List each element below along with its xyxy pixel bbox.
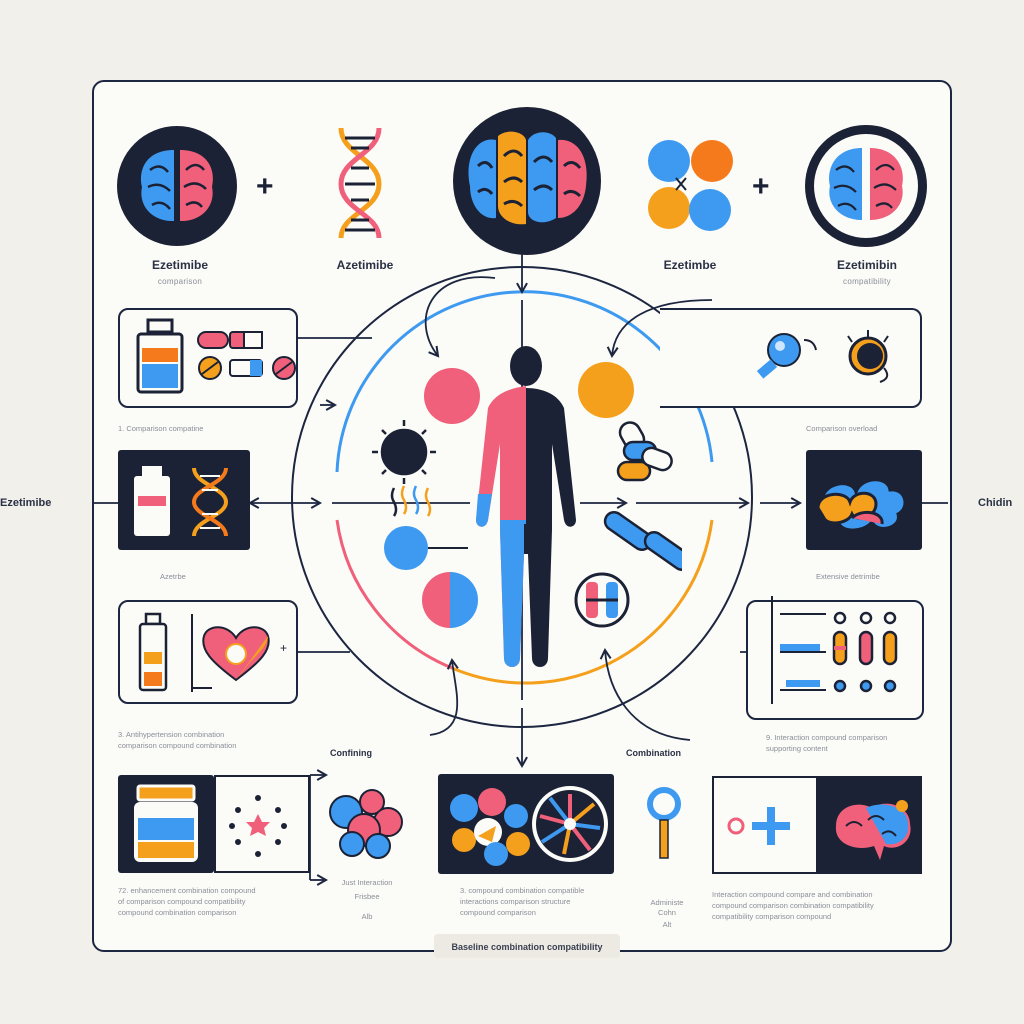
bottom-mid-l1: Just Interaction bbox=[341, 878, 393, 887]
label-top-2: Azetimibe bbox=[336, 258, 394, 272]
chart-grid-icon bbox=[771, 596, 898, 704]
central-circle-content bbox=[372, 362, 682, 628]
bottom-caption-2b: interactions comparison structure bbox=[460, 897, 571, 906]
bottom-caption-1a: 72. enhancement combination compound bbox=[118, 886, 256, 895]
bottom-caption-2a: 3. compound combination compatible bbox=[460, 886, 585, 895]
pill-icon-group bbox=[197, 331, 296, 380]
bottom-caption-3b: compound comparison combination compatib… bbox=[712, 901, 874, 910]
cell-cluster-icon bbox=[329, 789, 403, 859]
bottom-caption-1b: of comparison compound compatibility bbox=[118, 897, 246, 906]
label-combination: Combination bbox=[626, 748, 681, 758]
molecule-circles-icon bbox=[648, 140, 733, 231]
plus-icon: + bbox=[256, 170, 274, 203]
caption-left-1: 1. Comparison compatine bbox=[118, 424, 204, 433]
bottom-caption-3c: compatibility comparison compound bbox=[712, 912, 832, 921]
magnifier-icon-group bbox=[756, 330, 889, 383]
label-top-1: Ezetimibe bbox=[151, 258, 208, 272]
dna-helix-icon bbox=[338, 127, 382, 239]
svg-text:+: + bbox=[280, 641, 287, 655]
bottle-heart-icon: + bbox=[138, 612, 287, 692]
side-label-left: Ezetimibe bbox=[0, 497, 52, 509]
caption-mid-right: Extensive detrimbe bbox=[816, 572, 880, 581]
medicine-bottle-icon bbox=[136, 318, 184, 394]
key-icon bbox=[647, 787, 681, 859]
caption-right-1: Comparison overload bbox=[806, 424, 878, 433]
caption-right-3a: 9. Interaction compound comparison bbox=[766, 733, 888, 742]
bottle-dna-icon bbox=[134, 466, 229, 537]
side-label-right: Chidin bbox=[978, 497, 1013, 509]
caption-mid-left: Azetrbe bbox=[160, 572, 186, 581]
caption-left-3b: comparison compound combination bbox=[118, 741, 237, 750]
brain-icon-right bbox=[805, 125, 927, 247]
cell-microscope-icon bbox=[450, 786, 608, 866]
caption-right-3b: supporting content bbox=[766, 744, 828, 753]
brain-icon bbox=[117, 126, 237, 246]
footer-label: Baseline combination compatibility bbox=[434, 934, 620, 958]
plus-icon: + bbox=[752, 170, 770, 203]
label-confining: Confining bbox=[330, 748, 372, 758]
plus-brain-icon bbox=[727, 800, 911, 860]
human-body-icon bbox=[476, 346, 576, 667]
bottom-mid-r1: Administe bbox=[650, 898, 684, 907]
bottom-caption-3a: Interaction compound compare and combina… bbox=[712, 890, 873, 899]
bottom-mid-l2: Frisbee bbox=[354, 892, 380, 901]
label-top-3: Ezetimbe bbox=[663, 258, 717, 272]
caption-left-3a: 3. Antihypertension combination bbox=[118, 730, 225, 739]
label-top-4: Ezetimibin bbox=[836, 258, 897, 272]
brain-icon-center bbox=[453, 107, 601, 255]
bottom-mid-r3: Alt bbox=[662, 920, 672, 929]
bottom-caption-1c: compound combination comparison bbox=[118, 908, 237, 917]
bottom-caption-2c: compound comparison bbox=[460, 908, 536, 917]
protein-icon bbox=[816, 478, 907, 532]
bottom-mid-l3: Alb bbox=[361, 912, 373, 921]
bottom-mid-r2: Cohn bbox=[658, 908, 676, 917]
sublabel-top-4: compatibility bbox=[843, 277, 891, 286]
sublabel-top-1: comparison bbox=[157, 277, 203, 286]
jar-virus-icon bbox=[134, 784, 287, 862]
